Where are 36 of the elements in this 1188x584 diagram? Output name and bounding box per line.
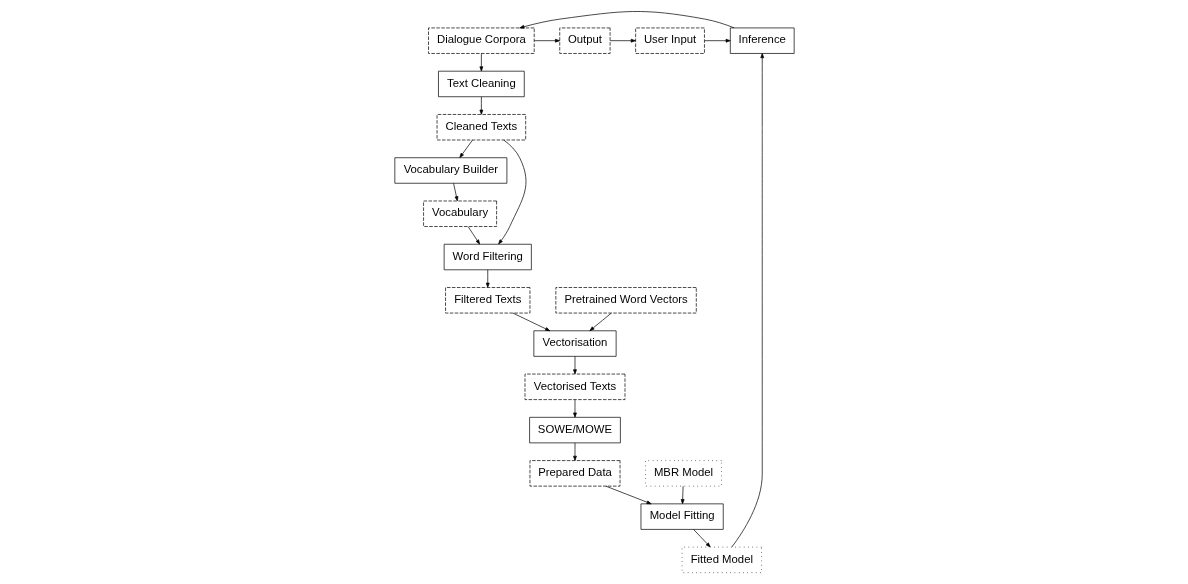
arrow [572,356,577,375]
node-box: Filtered Texts [444,287,530,314]
node-box: Word Filtering [443,243,532,271]
arrow [605,485,652,505]
arrow [458,139,473,158]
arrow [572,399,577,418]
node-box: Pretrained Word Vectors [555,287,697,314]
arrow [730,53,764,548]
node-box: Model Fitting [640,503,724,530]
arrow [518,11,735,29]
arrow [452,182,458,202]
arrow [692,529,711,548]
node-box: Inference [729,27,794,54]
arrow [572,442,577,461]
node-box: Vectorisation [533,330,616,357]
node-box: Fitted Model [681,546,762,573]
node-box: Vocabulary Builder [394,157,507,184]
node-box: Text Cleaning [437,70,525,98]
arrow [512,312,550,332]
arrow [703,38,731,43]
node-box: Vocabulary [422,200,497,227]
node-box: SOWE/MOWE [528,416,621,444]
arrow [609,38,636,43]
arrow [680,485,684,505]
arrow [485,269,490,288]
node-box: User Input [634,27,705,54]
arrow [479,96,483,115]
node-box: MBR Model [644,460,722,487]
arrow [479,53,483,72]
arrow [589,312,612,331]
node-box: Vectorised Texts [524,373,625,400]
arrow [467,226,480,245]
node-box: Prepared Data [529,460,620,487]
node-box: Output [558,27,610,54]
node-box: Cleaned Texts [436,114,526,141]
arrow [533,38,560,43]
